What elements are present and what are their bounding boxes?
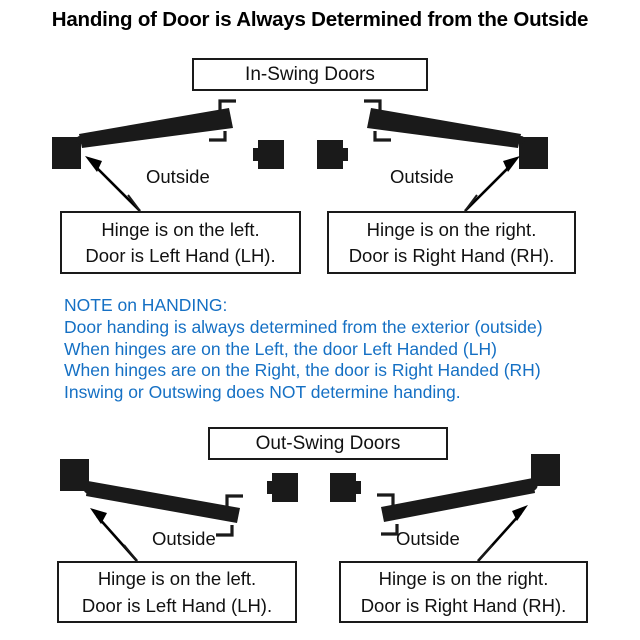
jamb-nub-icon xyxy=(253,148,259,161)
callout-inswing-left: Hinge is on the left. Door is Left Hand … xyxy=(60,211,301,274)
door-panel-icon xyxy=(367,108,521,148)
jamb-nub-icon xyxy=(267,481,273,494)
callout-line-2: Door is Left Hand (LH). xyxy=(85,245,276,266)
note-line-3: When hinges are on the Left, the door Le… xyxy=(64,338,497,359)
hinge-jamb-block-icon xyxy=(317,140,343,169)
handing-note-block: NOTE on HANDING: Door handing is always … xyxy=(64,295,543,404)
section-heading-inswing: In-Swing Doors xyxy=(192,58,428,91)
hinge-jamb-block-icon xyxy=(52,137,81,169)
note-line-2: Door handing is always determined from t… xyxy=(64,316,543,337)
jamb-nub-icon xyxy=(342,148,348,161)
callout-line-1: Hinge is on the right. xyxy=(366,218,537,240)
hinge-jamb-block-icon xyxy=(258,140,284,169)
outside-label-inswing-left: Outside xyxy=(146,166,210,187)
callout-leader-line-icon xyxy=(123,544,138,562)
callout-line-1: Hinge is on the right. xyxy=(378,568,549,590)
callout-line-2: Door is Right Hand (RH). xyxy=(360,594,567,616)
section-heading-outswing: Out-Swing Doors xyxy=(208,427,448,460)
door-lever-handle-icon xyxy=(216,494,243,537)
hinge-jamb-block-icon xyxy=(272,473,298,502)
inswing-left-door-group xyxy=(52,99,236,169)
section-heading-outswing-label: Out-Swing Doors xyxy=(255,433,401,454)
note-line-5: Inswing or Outswing does NOT determine h… xyxy=(64,382,461,403)
hinge-jamb-block-icon xyxy=(330,473,356,502)
door-panel-icon xyxy=(381,478,535,522)
outswing-left-door-group xyxy=(60,459,243,537)
pointer-arrow-icon xyxy=(464,156,520,212)
page-title: Handing of Door is Always Determined fro… xyxy=(51,8,589,31)
callout-leader-line-icon xyxy=(477,544,493,562)
callout-inswing-right: Hinge is on the right. Door is Right Han… xyxy=(327,211,576,274)
callout-line-2: Door is Right Hand (RH). xyxy=(348,245,555,266)
callout-line-1: Hinge is on the left. xyxy=(101,218,260,240)
pointer-arrow-icon xyxy=(85,156,141,212)
outside-label-outswing-left: Outside xyxy=(152,528,216,549)
inswing-center-jamb-group xyxy=(253,140,348,169)
callout-outswing-left: Hinge is on the left. Door is Left Hand … xyxy=(57,561,297,623)
door-panel-icon xyxy=(79,108,233,148)
note-line-4: When hinges are on the Right, the door i… xyxy=(64,360,541,381)
door-panel-icon xyxy=(86,481,240,523)
callout-outswing-right: Hinge is on the right. Door is Right Han… xyxy=(339,561,588,623)
section-heading-inswing-label: In-Swing Doors xyxy=(245,64,375,85)
callout-line-2: Door is Left Hand (LH). xyxy=(81,594,273,616)
door-lever-handle-icon xyxy=(377,493,399,536)
hinge-jamb-block-icon xyxy=(531,454,560,486)
callout-line-1: Hinge is on the left. xyxy=(97,568,257,590)
door-lever-handle-icon xyxy=(364,99,391,142)
jamb-nub-icon xyxy=(355,481,361,494)
inswing-right-door-group xyxy=(364,99,548,169)
outside-label-outswing-right: Outside xyxy=(396,528,460,549)
outswing-center-jamb-group xyxy=(267,473,361,502)
callout-leader-line-icon xyxy=(127,194,141,212)
outswing-right-door-group xyxy=(377,454,560,536)
callout-leader-line-icon xyxy=(464,194,478,212)
door-lever-handle-icon xyxy=(209,99,236,142)
note-line-1: NOTE on HANDING: xyxy=(64,295,228,315)
outside-label-inswing-right: Outside xyxy=(390,166,454,187)
hinge-jamb-block-icon xyxy=(60,459,89,491)
